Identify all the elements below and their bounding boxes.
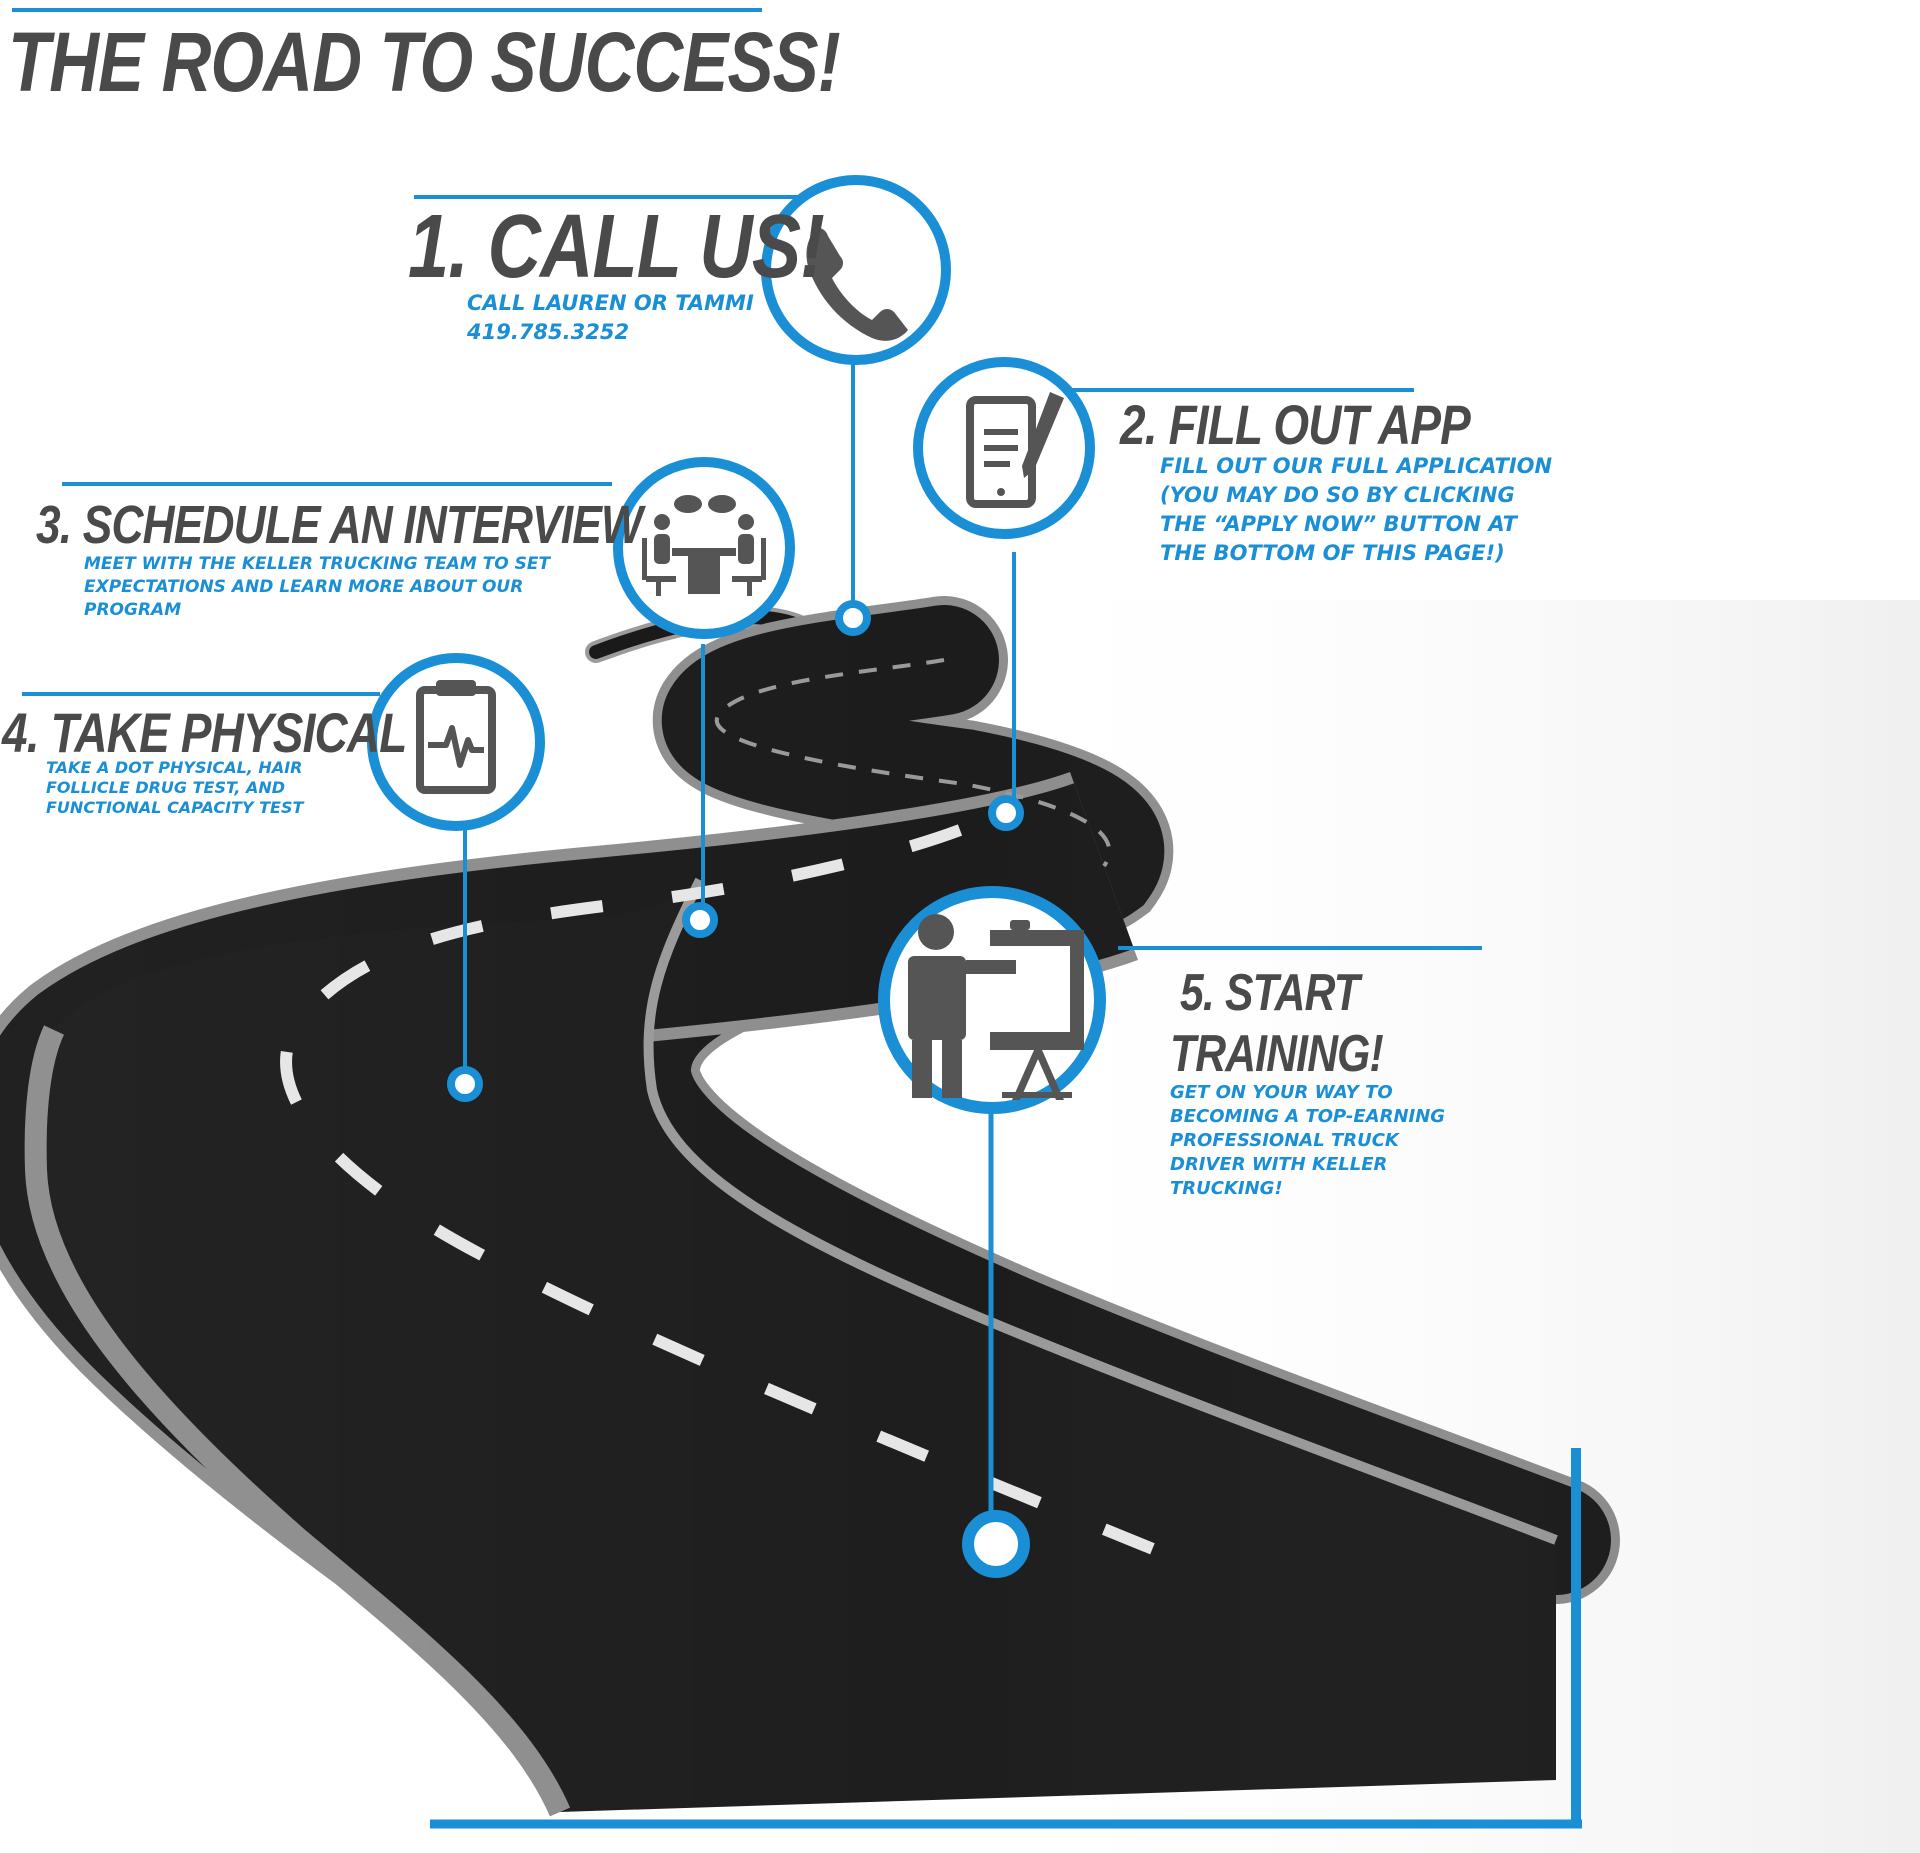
- step-5-description: GET ON YOUR WAY TO BECOMING A TOP-EARNIN…: [1170, 1082, 1446, 1199]
- step-2-description: FILL OUT OUR FULL APPLICATION (YOU MAY D…: [1160, 454, 1553, 565]
- step-1-title: 1. CALL US!: [408, 197, 825, 297]
- tablet-pen-icon: [966, 392, 1064, 508]
- road-shading: [0, 600, 1920, 1853]
- road-pin: [835, 600, 871, 636]
- step-4-title: 4. TAKE PHYSICAL: [2, 701, 407, 764]
- step-3-title: 3. SCHEDULE AN INTERVIEW: [36, 495, 643, 555]
- step-4-icon-circle: [367, 653, 545, 831]
- road-pin: [682, 902, 718, 938]
- presenter-board-icon: [908, 914, 1084, 1100]
- step-5-title-line-2: TRAINING!: [1170, 1025, 1384, 1083]
- road-pin: [988, 795, 1024, 831]
- step-3-description: MEET WITH THE KELLER TRUCKING TEAM TO SE…: [84, 554, 551, 620]
- connectors: [447, 360, 1030, 1578]
- phone-icon: [806, 228, 908, 341]
- road: [0, 596, 1920, 1853]
- step-5-icon-circle: [878, 886, 1106, 1114]
- step-1-description: CALL LAUREN OR TAMMI 419.785.3252: [467, 291, 754, 344]
- step-5-title-line-1: 5. START: [1180, 964, 1360, 1022]
- step-1-icon-circle: [761, 175, 951, 365]
- clipboard-heartbeat-icon: [416, 680, 496, 794]
- step-4-description: TAKE A DOT PHYSICAL, HAIR FOLLICLE DRUG …: [46, 758, 304, 817]
- road-pin: [962, 1510, 1030, 1578]
- frame-lines: [12, 8, 1582, 1829]
- center-line: [714, 658, 1112, 868]
- meeting-icon: [642, 495, 766, 596]
- page-title: THE ROAD TO SUCCESS!: [8, 15, 841, 109]
- step-2-icon-circle: [913, 357, 1095, 539]
- step-3-icon-circle: [613, 457, 795, 639]
- step-2-title: 2. FILL OUT APP: [1120, 393, 1471, 456]
- road-pin: [447, 1066, 483, 1102]
